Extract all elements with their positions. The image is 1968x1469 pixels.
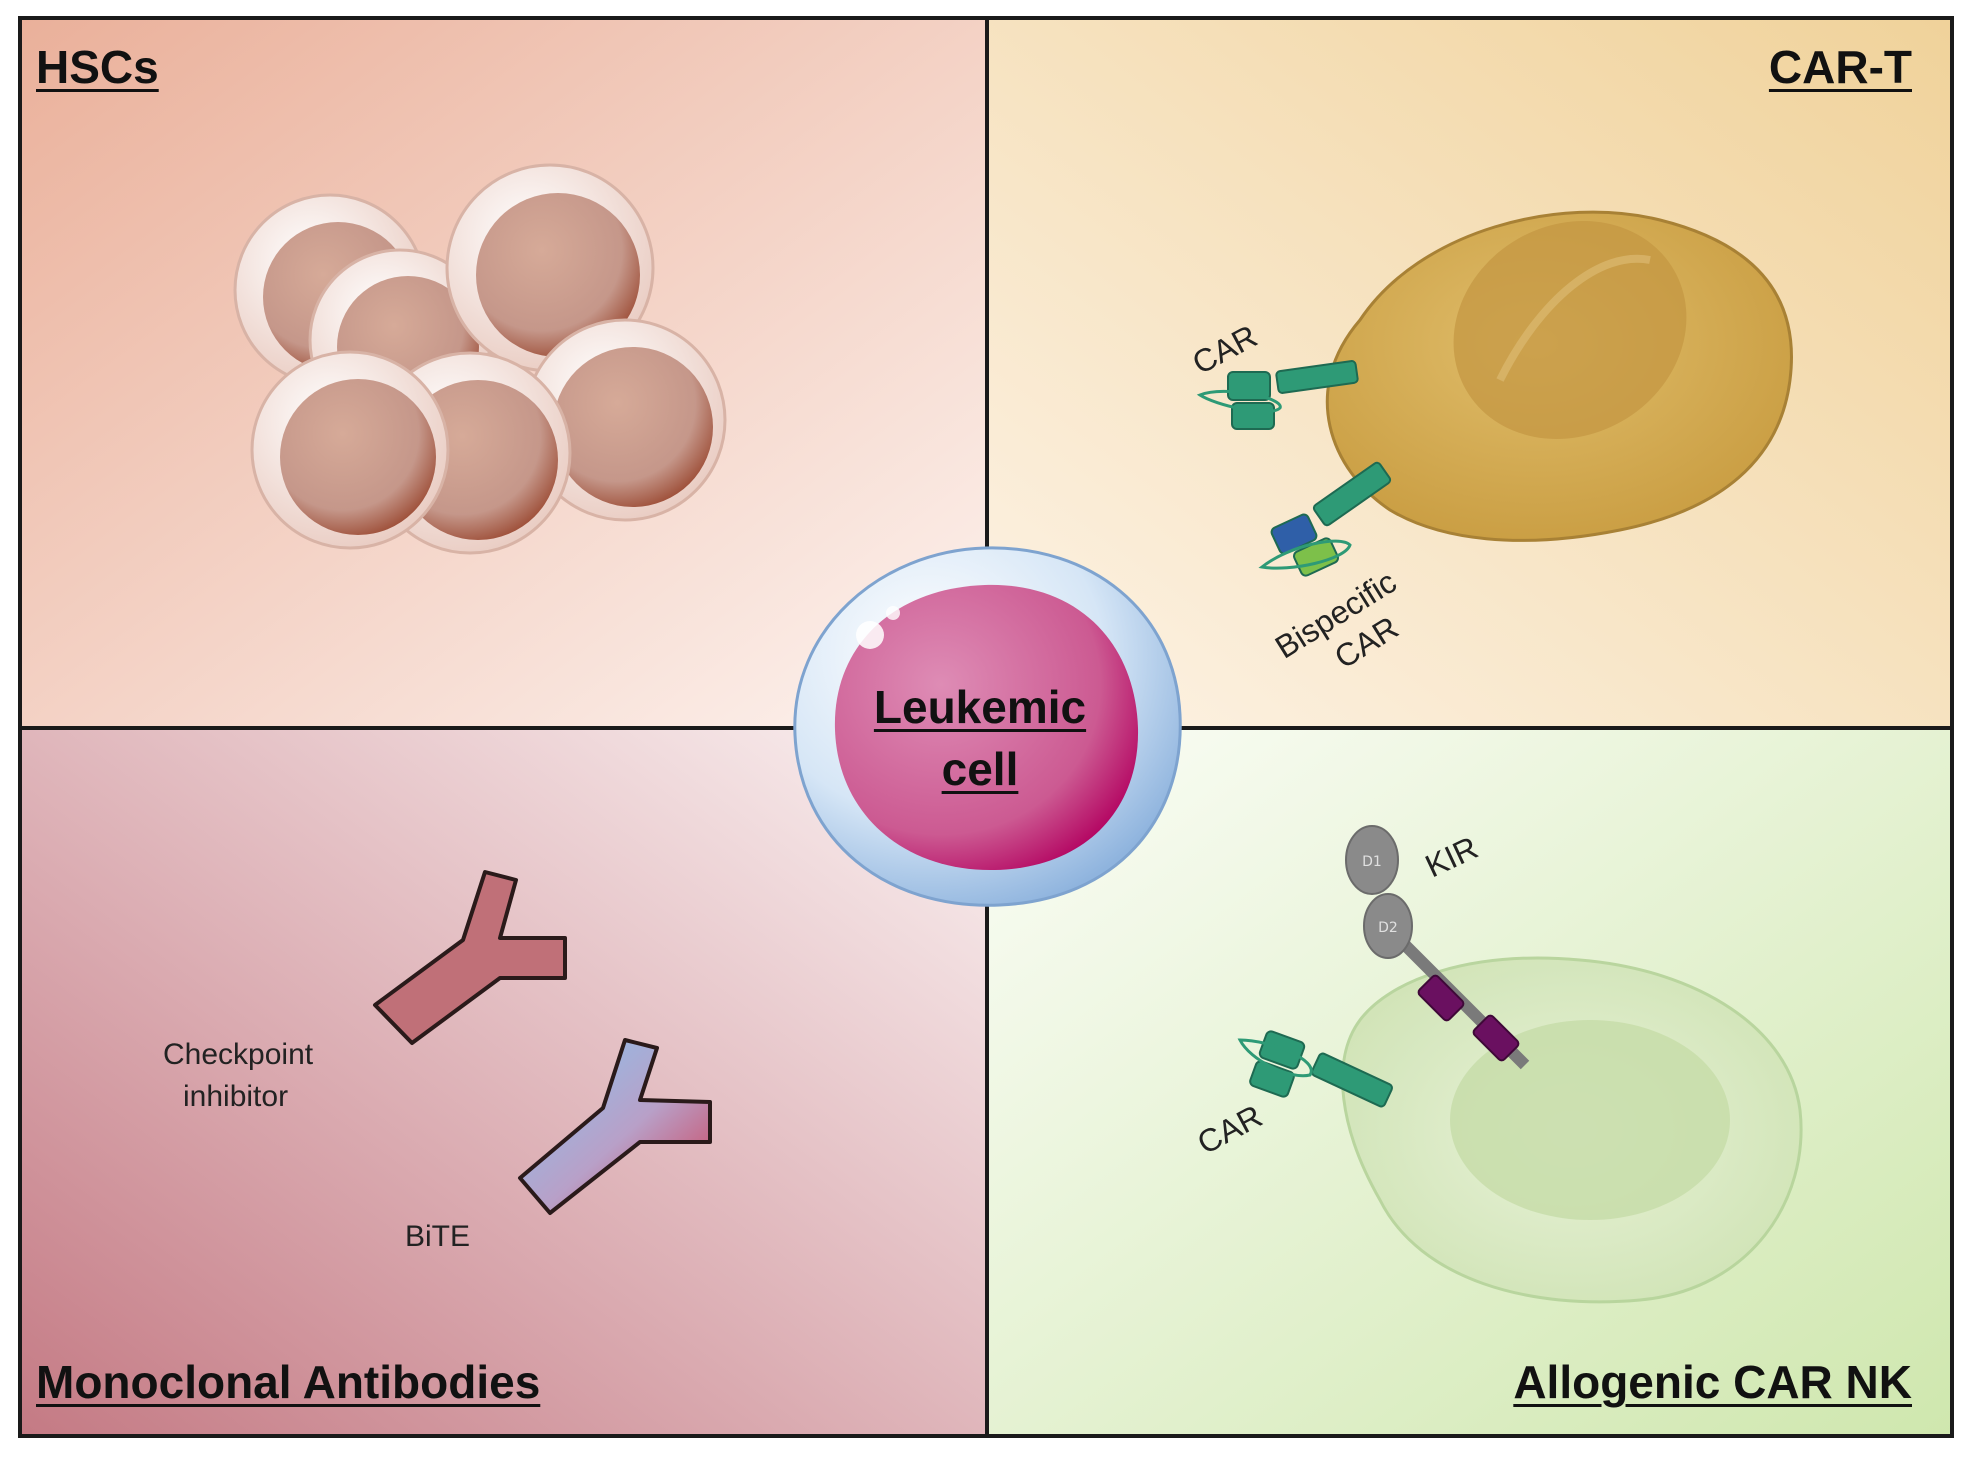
- checkpoint-label-line1: Checkpoint: [163, 1038, 314, 1071]
- title-monoclonal-antibodies: Monoclonal Antibodies: [36, 1356, 541, 1408]
- car-t-nucleus: [1453, 221, 1687, 439]
- checkpoint-label-line2: inhibitor: [183, 1080, 289, 1113]
- car-receptor-nk: [1237, 1030, 1394, 1108]
- car-receptor-car-t: [1196, 360, 1359, 430]
- leukemic-cell-label: Leukemic cell: [840, 676, 1120, 800]
- title-car-t: CAR-T: [1768, 41, 1912, 93]
- hsc-cluster: [233, 163, 727, 555]
- panel-monoclonal-antibodies: [20, 728, 987, 1436]
- checkpoint-inhibitor-antibody: [373, 870, 567, 1045]
- kir-receptor: D1 D2: [1345, 825, 1530, 1070]
- kir-domain-d1: [1345, 825, 1399, 895]
- bite-antibody: [518, 1038, 712, 1215]
- title-hscs: HSCs: [36, 41, 159, 93]
- hsc-cell: [250, 350, 450, 550]
- bispecific-car: [1258, 461, 1392, 577]
- bite-label: BiTE: [405, 1220, 471, 1253]
- leukemic-cell-label-line1: Leukemic: [873, 681, 1087, 733]
- leukemic-cell-label-line2: cell: [941, 743, 1019, 795]
- hsc-cell: [445, 163, 655, 373]
- kir-domain-d1-label: D1: [1362, 854, 1382, 870]
- kir-domain-d2: [1363, 893, 1413, 959]
- nk-nucleus: [1450, 1020, 1730, 1220]
- hsc-cell: [523, 318, 727, 522]
- leukemic-cell: [793, 546, 1182, 907]
- title-allogenic-car-nk: Allogenic CAR NK: [1513, 1356, 1912, 1408]
- nk-cell: [1341, 956, 1803, 1304]
- car-t-cell: [1325, 210, 1793, 542]
- kir-domain-d2-label: D2: [1378, 920, 1398, 936]
